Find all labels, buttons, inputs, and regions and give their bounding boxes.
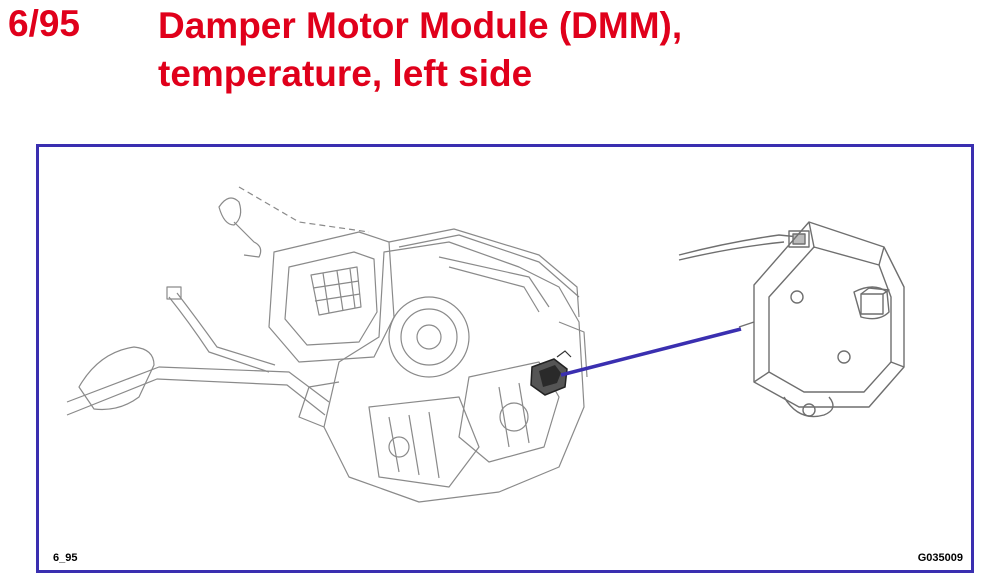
- damper-motor-illustration: [678, 221, 905, 418]
- figure-ref-left: 6_95: [53, 552, 78, 564]
- figure-ref-right: G035009: [917, 552, 963, 564]
- title-line-1: Damper Motor Module (DMM),: [158, 5, 683, 46]
- diagram-canvas: [66, 186, 905, 503]
- section-number: 6/95: [8, 3, 81, 44]
- page-title: Damper Motor Module (DMM), temperature, …: [158, 2, 682, 98]
- illustration-frame: 6_95 G035009: [36, 144, 974, 573]
- title-line-2: temperature, left side: [158, 53, 533, 94]
- pointer-line: [560, 327, 742, 377]
- hvac-unit-illustration: [66, 186, 588, 503]
- dmm-location-marker: [530, 350, 572, 396]
